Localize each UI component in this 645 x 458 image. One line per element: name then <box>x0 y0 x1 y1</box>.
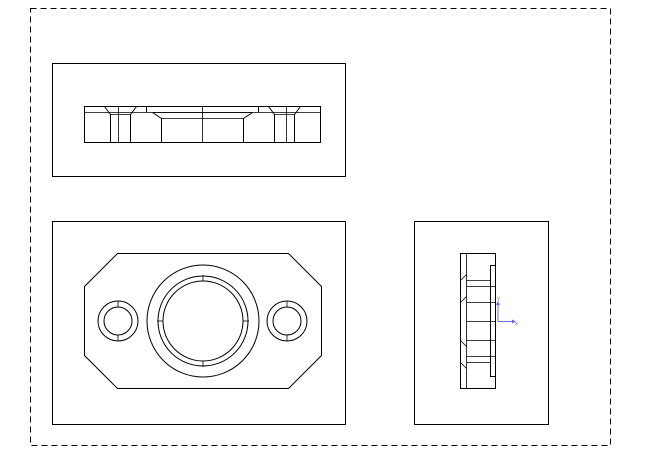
side-view-frame <box>414 221 549 425</box>
front-view[interactable] <box>52 221 346 425</box>
boss-inner-circle <box>157 275 249 367</box>
boss-outer-circle <box>146 264 260 378</box>
top-view-frame <box>52 63 346 177</box>
left-hole-inner <box>103 306 133 336</box>
front-view-frame <box>52 221 346 425</box>
side-view-chamfer-4 <box>460 362 467 369</box>
side-view[interactable]: x y <box>414 221 549 425</box>
side-view-chamfer-1 <box>460 274 467 281</box>
top-view-hole-left-b <box>130 106 137 143</box>
side-view-boss <box>490 265 496 377</box>
y-axis-arrow-icon <box>496 301 500 305</box>
top-view-hole-left-a <box>104 106 111 143</box>
x-axis-arrow-icon <box>512 319 516 324</box>
top-view-hole-right-b <box>294 106 301 143</box>
top-view-bore-right <box>243 112 253 143</box>
side-view-chamfer-2 <box>460 296 467 303</box>
x-axis-label: x <box>515 321 518 327</box>
axis-indicator: x y <box>496 296 518 327</box>
front-view-outline <box>84 253 322 389</box>
y-axis-label: y <box>497 296 500 302</box>
side-view-chamfer-3 <box>460 340 467 347</box>
top-view[interactable] <box>52 63 346 177</box>
side-view-body <box>460 253 496 389</box>
right-hole-inner <box>272 306 302 336</box>
sheet-border <box>30 8 611 446</box>
top-view-hole-right-a <box>268 106 275 143</box>
bore-circle <box>162 280 244 362</box>
top-view-bore-left <box>152 112 162 143</box>
